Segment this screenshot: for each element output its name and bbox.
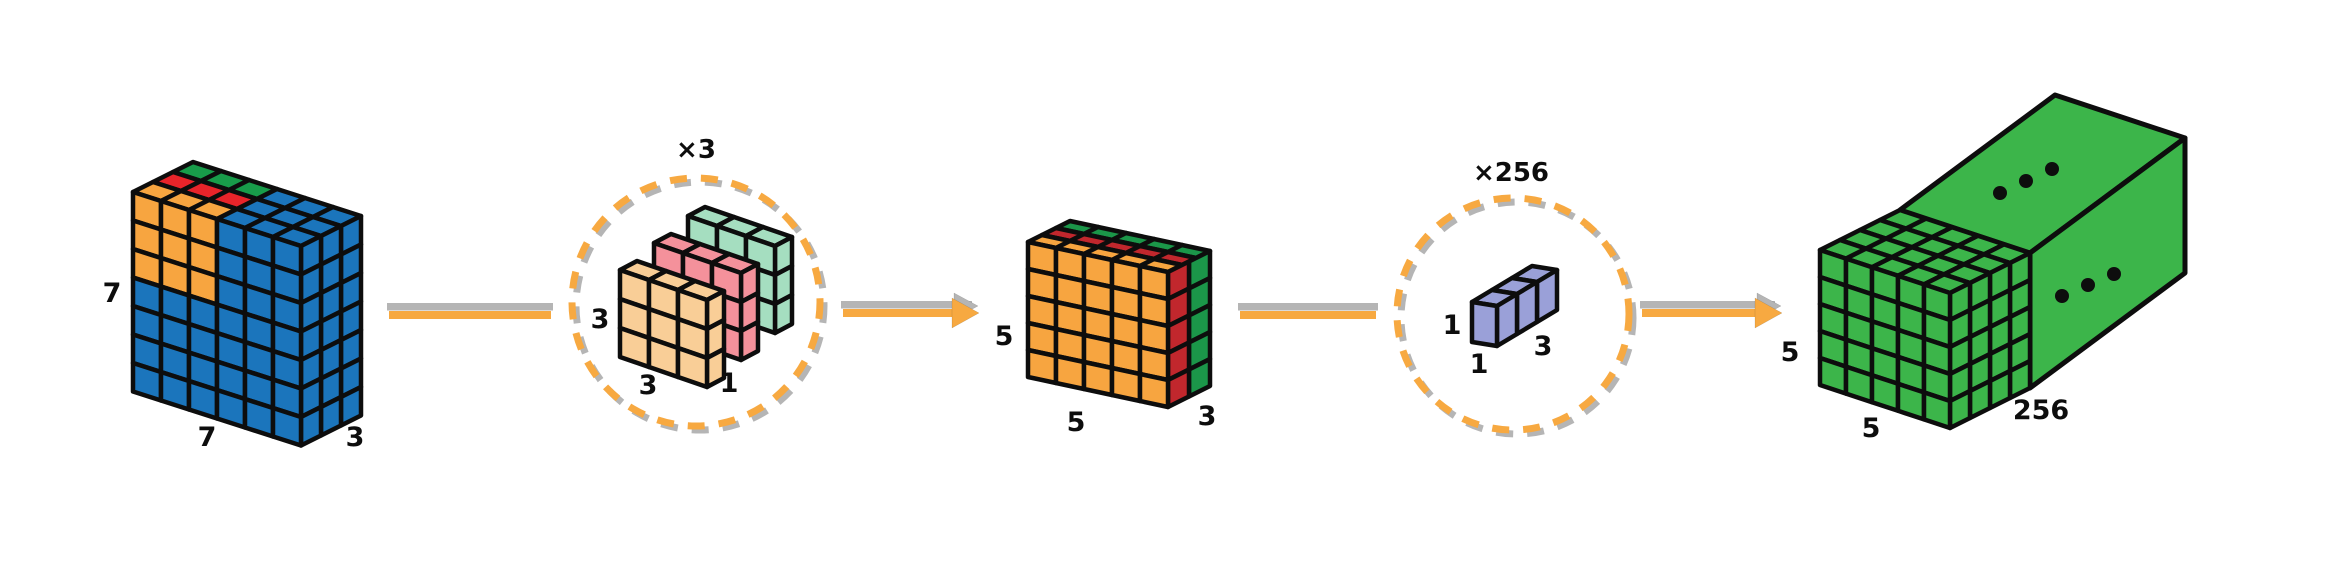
output-channels-label: 256 xyxy=(2013,395,2069,426)
front-face-cell xyxy=(242,396,276,439)
side-face-cell xyxy=(738,319,761,363)
ellipsis-dot xyxy=(2055,289,2069,303)
arrow-shaft xyxy=(389,311,551,319)
arrow-shadow xyxy=(1238,303,1378,311)
input-width-label: 7 xyxy=(198,422,217,453)
depthwise-kernel-channels-label: 1 xyxy=(720,368,739,399)
pointwise-kernel-channels-label: 3 xyxy=(1534,331,1553,362)
depthwise-kernel-width-label: 3 xyxy=(639,370,658,401)
intermediate-channels-label: 3 xyxy=(1198,401,1217,432)
pointwise-kernel xyxy=(1469,263,1560,349)
arrow-2 xyxy=(841,292,980,329)
arrow-shaft xyxy=(1240,311,1376,319)
arrow-shaft xyxy=(843,309,952,317)
front-face-cell xyxy=(1081,359,1115,398)
ellipsis-dot xyxy=(2107,267,2121,281)
arrow-shadow xyxy=(387,303,553,311)
pointwise-count-label: ×256 xyxy=(1473,158,1549,188)
front-face-cell xyxy=(1137,371,1171,410)
intermediate-height-label: 5 xyxy=(995,321,1014,352)
pointwise-kernel-circle xyxy=(1393,194,1637,438)
front-face-cell xyxy=(1869,372,1901,414)
ellipsis-dot xyxy=(2045,162,2059,176)
front-face-cell xyxy=(1921,390,1953,431)
arrow-4 xyxy=(1640,292,1783,329)
arrow-shaft xyxy=(1642,309,1755,317)
ellipsis-dot xyxy=(2081,278,2095,292)
dashed-circle xyxy=(1393,194,1633,434)
arrow-head xyxy=(951,297,980,329)
ellipsis-dot xyxy=(2019,174,2033,188)
arrow-shadow xyxy=(1640,301,1775,309)
intermediate-width-label: 5 xyxy=(1067,407,1086,438)
output-height-label: 5 xyxy=(1781,337,1800,368)
intermediate-tensor xyxy=(1025,218,1213,410)
depthwise-kernel-height-label: 3 xyxy=(591,304,610,335)
input-channels-label: 3 xyxy=(346,422,365,453)
arrow-3 xyxy=(1238,303,1378,319)
front-face-cell xyxy=(158,369,192,412)
ellipsis-dot xyxy=(1993,186,2007,200)
output-width-label: 5 xyxy=(1862,413,1881,444)
arrow-head xyxy=(1754,297,1783,329)
depthwise-kernels-circle xyxy=(568,174,828,434)
front-face-cell xyxy=(675,345,710,390)
depthwise-kernels xyxy=(617,204,795,390)
input-tensor xyxy=(130,159,364,448)
side-face-cell xyxy=(1514,279,1540,337)
output-tensor xyxy=(1817,92,2188,431)
dashed-circle xyxy=(1397,198,1637,438)
side-face-cell xyxy=(1494,291,1520,349)
front-face-cell xyxy=(186,378,220,421)
side-face-cell xyxy=(1534,267,1560,325)
dashed-circle xyxy=(572,178,828,434)
input-height-label: 7 xyxy=(103,278,122,309)
front-face-cell xyxy=(1025,347,1059,386)
arrow-1 xyxy=(387,303,553,319)
front-face-cell xyxy=(270,405,304,448)
side-face-cell xyxy=(772,292,795,336)
arrow-shadow xyxy=(841,301,972,309)
front-face-cell xyxy=(1843,364,1875,405)
pointwise-kernel-height-label: 1 xyxy=(1443,310,1462,341)
front-face-cell xyxy=(214,387,248,430)
dashed-circle xyxy=(568,174,824,430)
front-face-cell xyxy=(1469,299,1500,349)
front-face-cell xyxy=(130,360,164,403)
front-face-cell xyxy=(1109,365,1143,404)
front-face-cell xyxy=(1895,381,1927,422)
depthwise-count-label: ×3 xyxy=(676,135,716,165)
pointwise-kernel-width-label: 1 xyxy=(1470,349,1489,380)
front-face-cell xyxy=(1817,355,1849,396)
front-face-cell xyxy=(1053,353,1087,392)
